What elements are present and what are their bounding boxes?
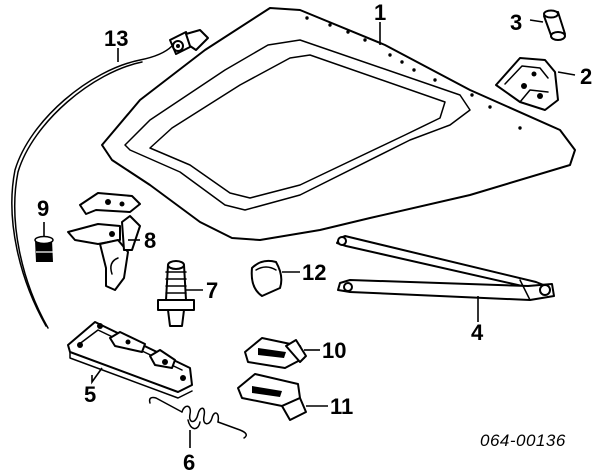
hood-latch-hook bbox=[67, 192, 141, 291]
rubber-bushing bbox=[34, 235, 54, 262]
callout-8: 8 bbox=[144, 228, 156, 253]
reference-code: 064-00136 bbox=[480, 431, 566, 450]
leader-lines bbox=[43, 19, 576, 448]
hood-support-rods bbox=[336, 235, 555, 301]
hood-latch-assembly bbox=[67, 321, 193, 399]
callout-12: 12 bbox=[302, 260, 326, 285]
latch-spring bbox=[148, 396, 247, 439]
callout-7: 7 bbox=[206, 278, 218, 303]
release-cable bbox=[11, 29, 209, 329]
retaining-clip-lower bbox=[237, 373, 307, 421]
callout-4: 4 bbox=[471, 320, 484, 345]
retaining-clip-upper bbox=[244, 337, 307, 369]
callout-11: 11 bbox=[330, 394, 353, 419]
hood-adjuster-bolt bbox=[157, 260, 195, 327]
hood-panel bbox=[101, 7, 576, 241]
callout-3: 3 bbox=[510, 10, 522, 35]
callout-6: 6 bbox=[183, 450, 195, 472]
callout-13: 13 bbox=[104, 26, 128, 51]
callout-labels: 1 2 3 4 5 6 7 8 9 10 11 12 13 bbox=[37, 0, 592, 472]
hood-bumper-cap bbox=[543, 9, 566, 41]
callout-9: 9 bbox=[37, 196, 49, 221]
hinge-bracket bbox=[495, 57, 559, 111]
callout-2: 2 bbox=[580, 64, 592, 89]
rubber-stop bbox=[250, 259, 283, 297]
callout-5: 5 bbox=[84, 382, 96, 407]
callout-10: 10 bbox=[322, 338, 346, 363]
callout-1: 1 bbox=[374, 0, 386, 25]
